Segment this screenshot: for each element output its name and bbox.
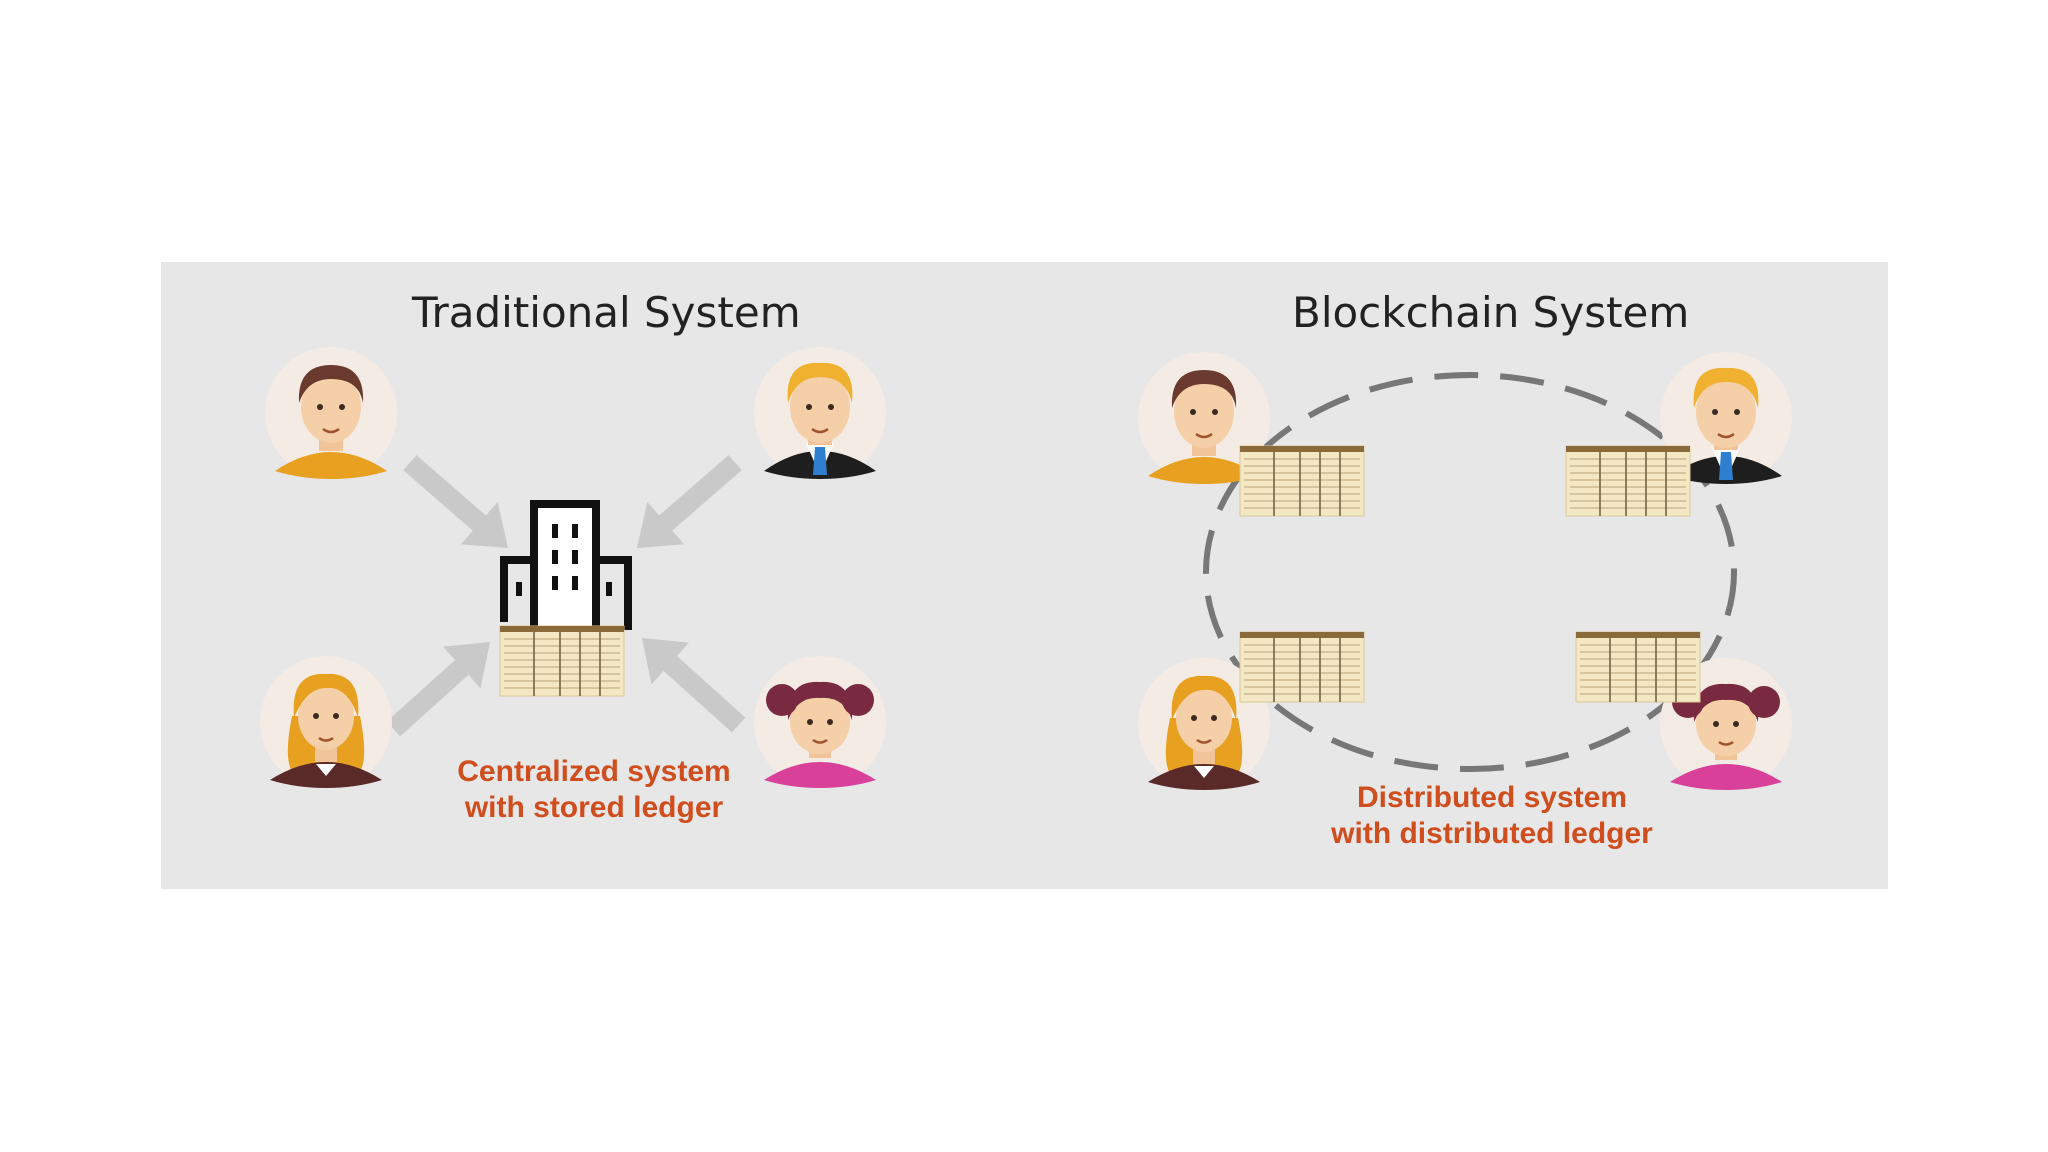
blockchain-title: Blockchain System bbox=[1292, 288, 1690, 337]
arrow-icon bbox=[623, 617, 758, 746]
blockchain-section bbox=[1136, 350, 1794, 792]
arrow-icon bbox=[391, 441, 527, 570]
ledger-icon bbox=[1239, 445, 1365, 517]
ledger-icon bbox=[1565, 445, 1691, 517]
person-girl-icon bbox=[752, 654, 888, 790]
arrow-icon bbox=[618, 441, 754, 570]
person-man-icon bbox=[263, 345, 399, 481]
traditional-caption-line2: with stored ledger bbox=[464, 791, 724, 824]
ledger-icon bbox=[1575, 631, 1701, 703]
traditional-caption: Centralized system with stored ledger bbox=[424, 754, 764, 826]
arrow-icon bbox=[374, 621, 509, 750]
ledger-icon bbox=[1239, 631, 1365, 703]
traditional-section bbox=[258, 345, 888, 790]
diagram-panel bbox=[161, 262, 1888, 889]
blockchain-caption-line2: with distributed ledger bbox=[1331, 817, 1653, 850]
blockchain-caption-line1: Distributed system bbox=[1356, 781, 1628, 814]
traditional-caption-line1: Centralized system bbox=[457, 755, 731, 788]
traditional-title: Traditional System bbox=[412, 288, 801, 337]
blockchain-caption: Distributed system with distributed ledg… bbox=[1292, 780, 1692, 852]
person-woman-icon bbox=[258, 654, 394, 790]
person-businessman-icon bbox=[752, 345, 888, 481]
building-icon bbox=[500, 500, 632, 638]
network-ring bbox=[1203, 372, 1737, 772]
ledger-icon bbox=[499, 625, 625, 697]
